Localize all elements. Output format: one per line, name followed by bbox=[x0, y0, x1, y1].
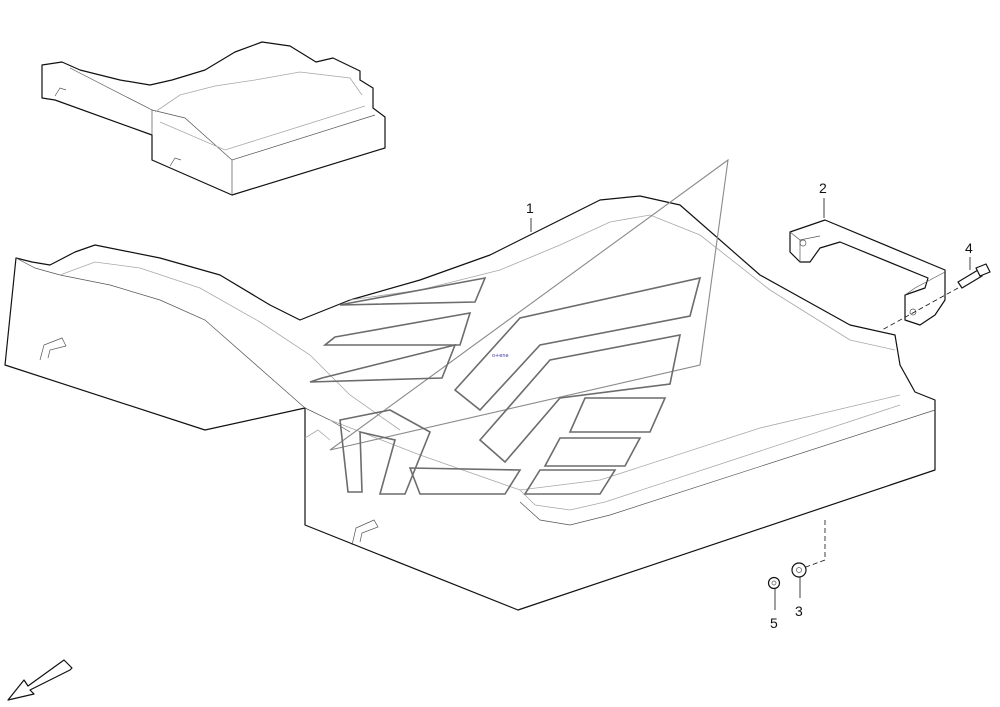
callouts: 1 2 3 4 5 bbox=[526, 180, 973, 631]
callout-5: 5 bbox=[770, 615, 778, 631]
callout-3: 3 bbox=[795, 603, 803, 619]
grab-handle bbox=[789, 219, 946, 326]
leader-lines bbox=[530, 198, 971, 610]
washer bbox=[791, 562, 807, 578]
watermark-text: o+ene bbox=[492, 353, 509, 359]
callout-1: 1 bbox=[526, 200, 534, 216]
washer-axis-line bbox=[805, 520, 826, 568]
callout-4: 4 bbox=[965, 240, 973, 256]
upper-seat-cushion bbox=[41, 41, 386, 196]
direction-arrow-icon bbox=[7, 659, 73, 701]
nut bbox=[767, 576, 781, 590]
bolt bbox=[881, 263, 991, 331]
watermark-logo: o+ene bbox=[309, 158, 729, 495]
callout-2: 2 bbox=[819, 180, 827, 196]
